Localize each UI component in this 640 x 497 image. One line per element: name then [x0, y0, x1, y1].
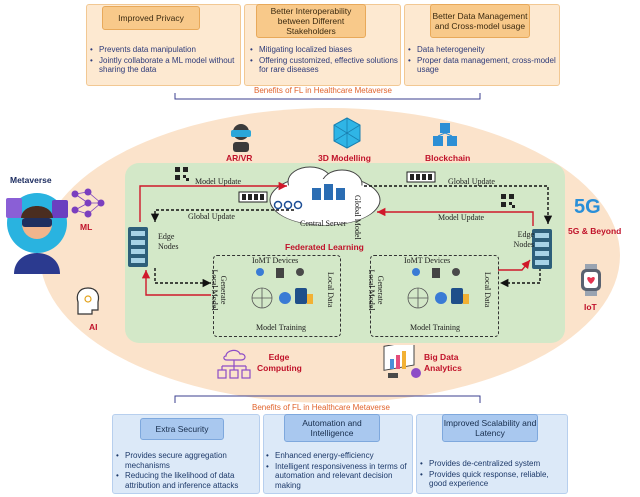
- bullet: Provides secure aggregation mechanisms: [116, 451, 260, 470]
- bottom-caption: Benefits of FL in Healthcare Metaverse: [252, 403, 390, 412]
- card-extra-security-title: Extra Security: [140, 418, 224, 440]
- 3d-modelling-label: 3D Modelling: [318, 153, 371, 163]
- card-improved-privacy-bullets: Prevents data manipulation Jointly colla…: [90, 45, 240, 76]
- global-update-server-icon-right: [406, 171, 436, 183]
- top-caption: Benefits of FL in Healthcare Metaverse: [252, 86, 394, 95]
- 3d-modelling-icon: [333, 117, 361, 149]
- big-data-label: Big Data Analytics: [424, 352, 462, 373]
- iomt-group-left: [213, 255, 341, 337]
- blockchain-label: Blockchain: [425, 153, 471, 163]
- bullet: Prevents data manipulation: [90, 45, 240, 55]
- global-update-server-icon-left: [238, 191, 268, 203]
- arvr-headset-icon: [231, 124, 251, 152]
- arvr-label: AR/VR: [226, 153, 253, 163]
- card-automation-title: Automation and Intelligence: [284, 414, 380, 442]
- 5g-beyond-label: 5G & Beyond: [568, 226, 622, 236]
- iomt-devices-icon-right: [407, 268, 469, 309]
- global-update-left-label: Global Update: [188, 212, 235, 221]
- card-better-interoperability-bullets: Mitigating localized biases Offering cus…: [250, 45, 400, 76]
- bullet: Reducing the likelihood of data attribut…: [116, 471, 260, 490]
- model-update-qr-icon: [175, 167, 189, 181]
- metaverse-avatar-icon: [6, 193, 68, 274]
- card-scalability-title: Improved Scalability and Latency: [442, 414, 538, 442]
- edge-nodes-right-label: Edge Nodes: [513, 230, 534, 249]
- edge-computing-label: Edge Computing: [257, 352, 302, 373]
- edge-node-server-icon-left: [128, 227, 148, 267]
- gen-local-right-label: Generate Local Model: [367, 269, 385, 311]
- ml-network-icon: [71, 188, 105, 218]
- edge-nodes-left-label: Edge Nodes: [158, 232, 179, 251]
- ml-label: ML: [80, 222, 93, 232]
- iot-label: IoT: [584, 302, 597, 312]
- central-server-cloud: [269, 166, 381, 226]
- iomt-left-label: IoMT Devices: [252, 256, 299, 265]
- metaverse-label: Metaverse: [10, 175, 52, 185]
- edge-node-server-icon-right: [532, 229, 552, 269]
- global-update-top-label: Global Update: [448, 177, 495, 186]
- model-update-left-label: Model Update: [195, 177, 241, 186]
- iomt-devices-icon-left: [251, 268, 313, 309]
- edge-computing-icon: [217, 349, 251, 379]
- bullet: Provides quick response, reliable, good …: [420, 470, 566, 489]
- model-update-right-label: Model Update: [438, 213, 484, 222]
- card-better-interoperability-title: Better Interoperability between Differen…: [256, 4, 366, 38]
- bullet: Intelligent responsiveness in terms of a…: [266, 462, 412, 491]
- model-update-qr-icon-right: [501, 194, 515, 208]
- federated-learning-title: Federated Learning: [285, 242, 364, 252]
- bullet: Jointly collaborate a ML model without s…: [90, 56, 240, 75]
- 5g-logo: 5G: [574, 196, 601, 218]
- bullet: Proper data management, cross-model usag…: [408, 56, 558, 75]
- bullet: Mitigating localized biases: [250, 45, 400, 55]
- training-left-label: Model Training: [256, 323, 307, 332]
- bullet: Offering customized, effective solutions…: [250, 56, 400, 75]
- blockchain-icon: [433, 123, 457, 146]
- gen-local-left-label: Generate Local Model: [210, 269, 228, 311]
- card-scalability-bullets: Provides de-centralized system Provides …: [420, 459, 566, 490]
- training-right-label: Model Training: [410, 323, 461, 332]
- iomt-group-right: [370, 255, 499, 337]
- iot-watch-icon: [581, 264, 601, 296]
- card-better-data-management-bullets: Data heterogeneity Proper data managemen…: [408, 45, 558, 76]
- card-extra-security-bullets: Provides secure aggregation mechanisms R…: [116, 451, 260, 491]
- card-better-data-management-title: Better Data Management and Cross-model u…: [430, 4, 530, 38]
- big-data-analytics-icon: [383, 345, 421, 378]
- ai-label: AI: [89, 322, 98, 332]
- ai-head-icon: [76, 287, 100, 315]
- bullet: Enhanced energy-efficiency: [266, 451, 412, 461]
- central-server-label: Central Server: [300, 219, 347, 228]
- card-automation-bullets: Enhanced energy-efficiency Intelligent r…: [266, 451, 412, 491]
- card-improved-privacy-title: Improved Privacy: [102, 6, 200, 30]
- bullet: Provides de-centralized system: [420, 459, 566, 469]
- bullet: Data heterogeneity: [408, 45, 558, 55]
- iomt-right-label: IoMT Devices: [404, 256, 451, 265]
